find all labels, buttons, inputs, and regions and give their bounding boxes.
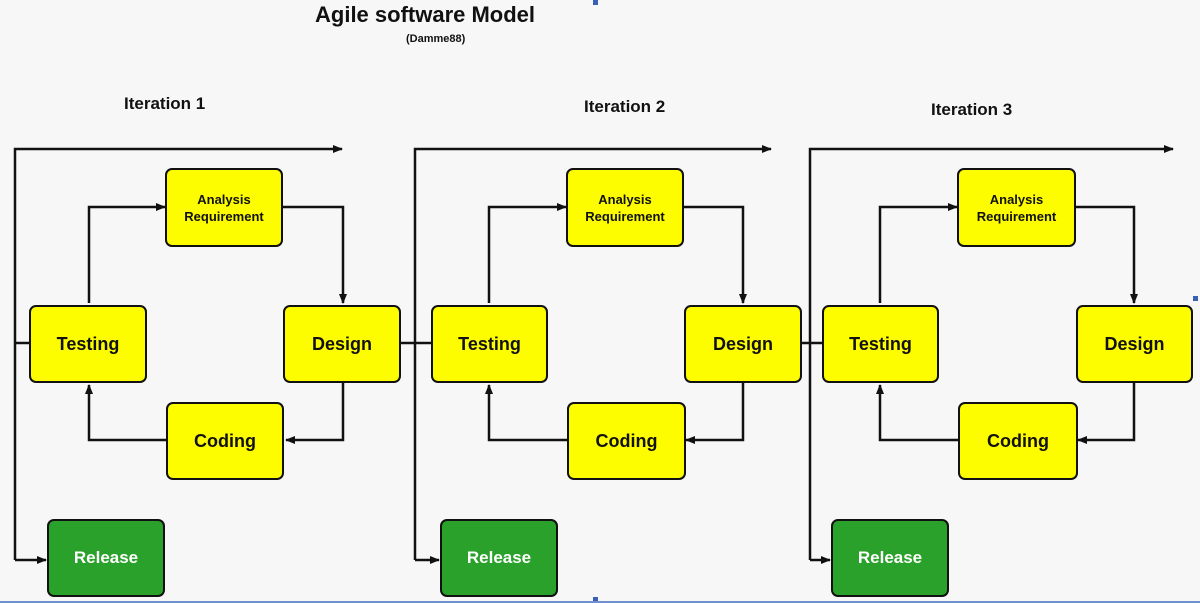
iteration-2-label: Iteration 2 bbox=[584, 97, 666, 116]
iteration-2-analysis-box: Analysis Requirement bbox=[566, 168, 684, 247]
iteration-2-analysis-to-design bbox=[684, 205, 747, 304]
diagram-title: Agile software Model bbox=[315, 2, 536, 27]
iteration-3-analysis-box: Analysis Requirement bbox=[957, 168, 1076, 247]
iteration-2-design-to-coding bbox=[685, 383, 745, 444]
iteration-3-coding-to-testing bbox=[876, 384, 958, 442]
iteration-1-analysis-line1: Analysis bbox=[197, 191, 251, 207]
iteration-2-testing-to-analysis bbox=[487, 203, 567, 303]
iteration-3-coding-box: Coding bbox=[958, 402, 1078, 480]
iteration-3-analysis-line2: Requirement bbox=[976, 208, 1057, 224]
iteration-2-testing-box: Testing bbox=[431, 305, 548, 383]
selection-handle-bottom[interactable] bbox=[593, 597, 598, 602]
iteration-2-connectors bbox=[398, 145, 772, 564]
iteration-1-analysis-line2: Requirement bbox=[184, 208, 264, 224]
iteration-1-testing-to-analysis bbox=[87, 203, 166, 303]
iteration-1-design-to-coding bbox=[285, 383, 345, 444]
iteration-1-analysis-to-design bbox=[283, 205, 347, 304]
iteration-2-top-arrow bbox=[413, 145, 772, 560]
iteration-1-top-arrow bbox=[13, 145, 343, 560]
iteration-1-label: Iteration 1 bbox=[124, 94, 206, 113]
iteration-3-analysis-to-design bbox=[1076, 205, 1138, 304]
frame-bottom-edge bbox=[0, 601, 1200, 603]
iteration-3-design-to-coding bbox=[1077, 383, 1136, 444]
iteration-2-coding-box: Coding bbox=[567, 402, 686, 480]
iteration-2-coding-to-testing bbox=[485, 384, 567, 442]
iteration-3-top-arrow bbox=[808, 145, 1174, 560]
diagram-subtitle: (Damme88) bbox=[406, 33, 466, 45]
iteration-1-analysis-box: Analysis Requirement bbox=[165, 168, 283, 247]
iteration-2-analysis-line2: Requirement bbox=[585, 208, 665, 224]
iteration-3-design-box: Design bbox=[1076, 305, 1193, 383]
iteration-3-release-box: Release bbox=[831, 519, 949, 597]
iteration-2-analysis-line1: Analysis bbox=[598, 191, 652, 207]
iteration-3-connectors bbox=[798, 145, 1174, 564]
iteration-1-coding-box: Coding bbox=[166, 402, 284, 480]
iteration-3-testing-to-analysis bbox=[878, 203, 958, 303]
iteration-1-release-box: Release bbox=[47, 519, 165, 597]
iteration-1-connectors bbox=[13, 145, 347, 564]
iteration-1-coding-to-testing bbox=[85, 384, 166, 442]
iteration-2-release-box: Release bbox=[440, 519, 558, 597]
iteration-2-design-box: Design bbox=[684, 305, 802, 383]
iteration-3-label: Iteration 3 bbox=[931, 100, 1013, 119]
iteration-1-design-box: Design bbox=[283, 305, 401, 383]
iteration-1-testing-box: Testing bbox=[29, 305, 147, 383]
selection-handle-top[interactable] bbox=[593, 0, 598, 5]
iteration-3-testing-box: Testing bbox=[822, 305, 939, 383]
iteration-3-analysis-line1: Analysis bbox=[989, 191, 1044, 207]
selection-handle-right[interactable] bbox=[1193, 296, 1198, 301]
